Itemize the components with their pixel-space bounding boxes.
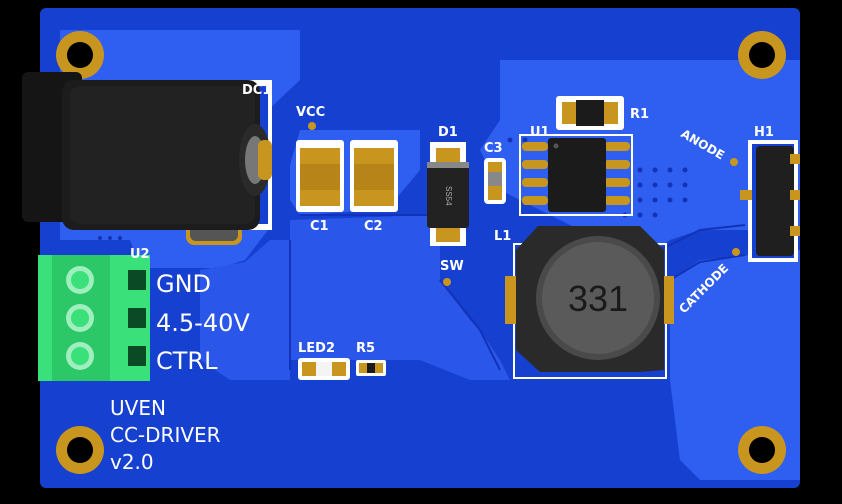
- label-d1: D1: [438, 125, 458, 140]
- label-led2: LED2: [298, 341, 335, 356]
- trace-lines: [289, 214, 746, 371]
- capacitor-c1: [296, 140, 344, 212]
- resistor-r5: [356, 360, 386, 376]
- title-line-2: CC-DRIVER: [110, 423, 221, 447]
- inductor-icon: [505, 226, 674, 379]
- label-r1: R1: [630, 107, 649, 122]
- diode-d1: [427, 142, 469, 246]
- label-gnd: GND: [156, 270, 211, 298]
- via-array: [98, 137, 688, 240]
- test-point-anode: [730, 158, 738, 166]
- capacitor-c2: [350, 140, 398, 212]
- mounting-hole-icon: [738, 31, 786, 79]
- inductor-marking: 331: [568, 278, 628, 319]
- label-dc1: DC1: [242, 83, 271, 98]
- label-voltage: 4.5-40V: [156, 309, 250, 337]
- test-point-cathode: [732, 248, 740, 256]
- test-point-vcc: [308, 122, 316, 130]
- mounting-hole-icon: [56, 426, 104, 474]
- copper-pour-bottom: [200, 215, 510, 380]
- label-l1: L1: [494, 229, 511, 244]
- capacitor-c3: [484, 158, 506, 204]
- label-u2: U2: [130, 247, 150, 262]
- diode-marking: SS54: [444, 186, 453, 206]
- label-ctrl: CTRL: [156, 347, 218, 375]
- label-vcc: VCC: [296, 105, 325, 120]
- label-u1: U1: [530, 125, 550, 140]
- label-sw: SW: [440, 259, 464, 274]
- ic-chip-icon: [519, 134, 633, 216]
- label-c3: C3: [484, 141, 503, 156]
- pin-header-h1: [740, 140, 800, 262]
- label-h1: H1: [754, 125, 774, 140]
- led-led2: [298, 358, 350, 380]
- title-line-1: UVEN: [110, 396, 166, 420]
- label-r5: R5: [356, 341, 375, 356]
- mounting-hole-icon: [56, 31, 104, 79]
- label-c2: C2: [364, 219, 383, 234]
- resistor-r1: [556, 96, 624, 130]
- mounting-hole-icon: [738, 426, 786, 474]
- test-point-sw: [443, 278, 451, 286]
- title-line-3: v2.0: [110, 450, 154, 474]
- dc-jack-icon: [22, 72, 272, 245]
- label-c1: C1: [310, 219, 329, 234]
- screw-terminal-icon: [38, 255, 150, 381]
